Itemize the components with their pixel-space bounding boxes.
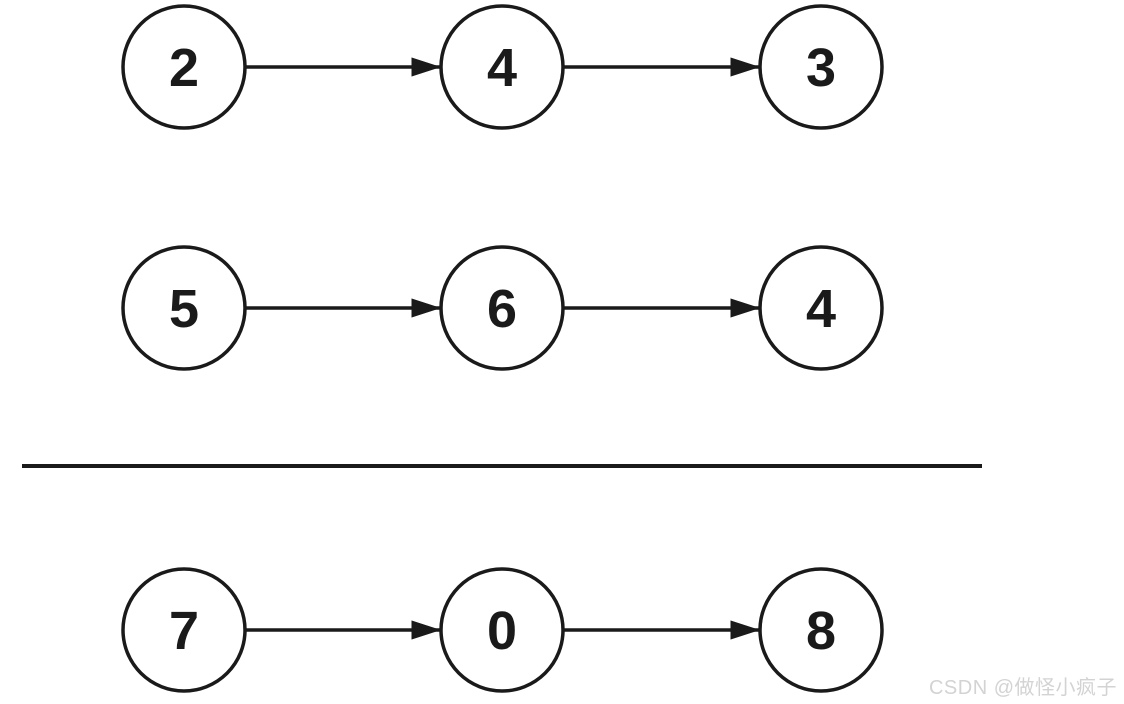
node-value: 7 [169, 601, 199, 661]
node-value: 6 [487, 279, 517, 339]
list-node-circle [439, 245, 565, 371]
list-node-circle [758, 567, 884, 693]
list-node-circle [121, 4, 247, 130]
node-value: 3 [806, 38, 836, 98]
list-node-circle [758, 4, 884, 130]
watermark: CSDN @做怪小疯子 [928, 677, 1117, 699]
node-value: 4 [806, 279, 836, 339]
node-value: 8 [806, 601, 836, 661]
list-node-circle [121, 245, 247, 371]
node-value: 4 [487, 38, 517, 98]
list-node-circle [439, 4, 565, 130]
linked-list-result-list: 7 0 8 [121, 567, 884, 693]
node-value: 2 [169, 38, 199, 98]
list-node-circle [121, 567, 247, 693]
linked-list-list-1: 2 4 3 [121, 4, 884, 130]
node-value: 5 [169, 279, 199, 339]
list-node-circle [439, 567, 565, 693]
list-node-circle [758, 245, 884, 371]
linked-list-list-2: 5 6 4 [121, 245, 884, 371]
node-value: 0 [487, 601, 517, 661]
